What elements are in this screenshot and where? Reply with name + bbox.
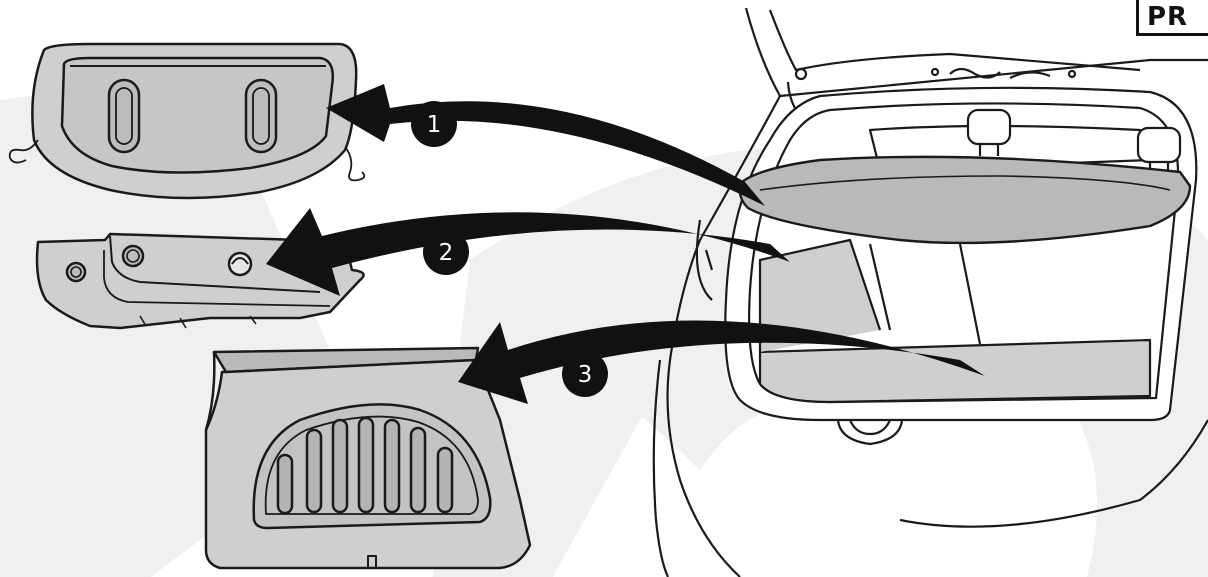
callout-2: 2 — [423, 229, 469, 275]
corner-badge: PR — [1136, 0, 1208, 36]
callout-2-label: 2 — [439, 240, 454, 266]
callout-1: 1 — [411, 101, 457, 147]
callout-3-label: 3 — [578, 362, 593, 388]
callout-3: 3 — [562, 351, 608, 397]
callout-1-label: 1 — [427, 112, 442, 138]
